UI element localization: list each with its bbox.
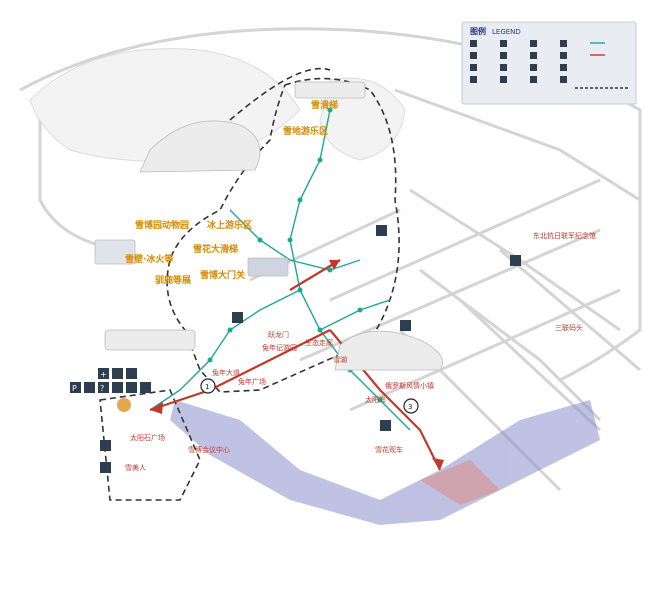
label-taiyangshi: 太阳石广场 — [130, 433, 165, 442]
svg-text:P: P — [72, 384, 77, 393]
legend-icon-grid — [470, 40, 567, 83]
label-yuelong: 跃龙门 — [268, 330, 289, 339]
label-snow-hub: 雪博会议中心 — [188, 445, 230, 454]
zone-zoo: 雪博园动物园 — [135, 219, 189, 231]
label-qingluo: 俄罗斯风情小镇 — [385, 381, 434, 390]
legend-line-samples — [575, 42, 630, 89]
svg-text:1: 1 — [205, 383, 209, 391]
zone-labels: 雪滑梯 雪地游乐区 冰上游乐区 雪花大滑梯 雪博园动物园 雪壁·冰火等 驯鹿等展… — [125, 99, 338, 286]
attraction-sculptures — [94, 81, 443, 371]
zone-snow-fire: 雪壁·冰火等 — [125, 253, 173, 265]
place-labels: 东北抗日联军纪念馆 三联码头 兔年广场 兔年大道 太阳石广场 雪博会议中心 太阳… — [125, 231, 596, 472]
zone-snow-slide: 雪滑梯 — [311, 99, 338, 111]
label-memorial: 东北抗日联军纪念馆 — [533, 231, 596, 240]
zone-snow-gate: 雪博大门关 — [200, 269, 245, 281]
svg-text:3: 3 — [408, 403, 412, 411]
marker-1[interactable]: 1 — [200, 378, 216, 394]
label-sanlian: 三联码头 — [555, 323, 583, 332]
zone-snow-bldg: 雪花大滑梯 — [193, 243, 238, 255]
svg-text:+: + — [100, 370, 107, 379]
label-rabbit-year: 兔年大道 — [212, 368, 240, 377]
label-taiyang-dao: 太阳岛 — [365, 395, 386, 404]
legend: 图例 LEGEND — [461, 21, 637, 105]
label-shengtai: 生态走廊 — [305, 338, 333, 347]
route-arrows — [150, 260, 444, 470]
zone-snow-park: 雪地游乐区 — [283, 125, 328, 137]
marker-3[interactable]: 3 — [403, 398, 419, 414]
label-rabbit-square: 兔年广场 — [238, 377, 266, 386]
station-dots — [207, 107, 383, 403]
water-bodies — [170, 400, 600, 525]
label-xuemei: 雪美人 — [125, 463, 146, 472]
facility-icons: + P ? — [70, 225, 521, 473]
label-xuehua-che: 雪花观车 — [375, 445, 403, 454]
legend-title: 图例 — [470, 26, 486, 36]
label-tuzi-ji: 兔年记游园 — [262, 343, 297, 352]
zone-reindeer: 驯鹿等展 — [155, 274, 191, 286]
svg-text:?: ? — [100, 384, 104, 393]
sun-stone-icon — [117, 398, 131, 412]
zone-ice-park: 冰上游乐区 — [207, 219, 252, 231]
legend-subtitle: LEGEND — [492, 28, 521, 36]
label-xuehu: 雪湖 — [333, 355, 347, 364]
